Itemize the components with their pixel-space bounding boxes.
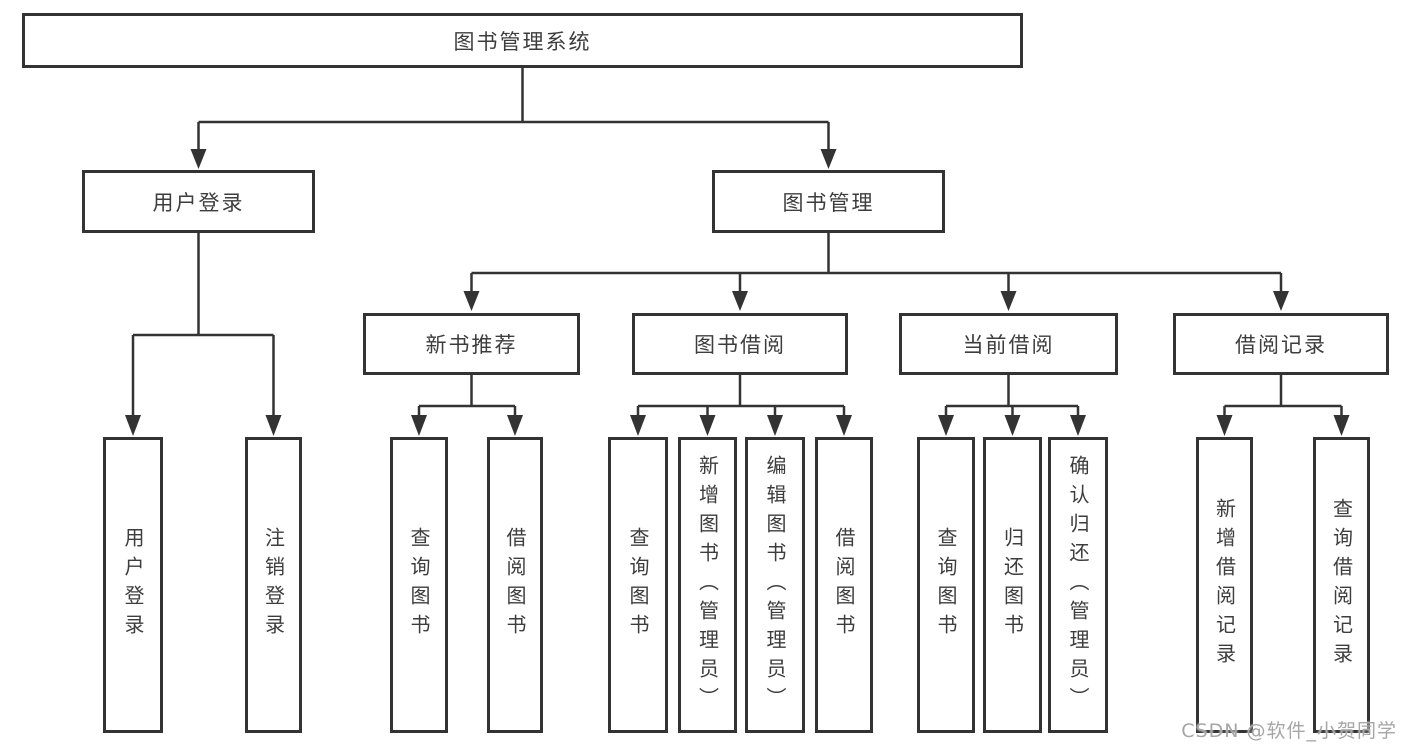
node-new-book-recommend-label: 新书推荐 (425, 333, 518, 357)
leaf-borrow-books-label: 借阅图书 (832, 527, 856, 643)
leaf-query-borrow-record: 查询借阅记录 (1313, 437, 1370, 733)
leaf-logout-label: 注销登录 (261, 527, 286, 643)
node-book-management-label: 图书管理 (782, 190, 875, 215)
node-book-borrow: 图书借阅 (632, 313, 848, 375)
leaf-return-books-label: 归还图书 (1000, 527, 1025, 643)
leaf-query-borrow-record-label: 查询借阅记录 (1329, 498, 1354, 672)
node-book-management: 图书管理 (712, 170, 945, 233)
node-user-login: 用户登录 (82, 170, 315, 233)
leaf-query-books-current: 查询图书 (917, 437, 975, 733)
leaf-borrow-books-recommend-label: 借阅图书 (503, 527, 527, 643)
leaf-add-books-admin: 新增图书（管理员） (678, 437, 737, 733)
leaf-query-books-borrow: 查询图书 (608, 437, 668, 733)
leaf-add-borrow-record-label: 新增借阅记录 (1212, 498, 1237, 672)
leaf-query-books-recommend: 查询图书 (390, 437, 448, 733)
node-root-system: 图书管理系统 (22, 13, 1023, 68)
leaf-edit-books-admin: 编辑图书（管理员） (745, 437, 805, 733)
leaf-return-books: 归还图书 (983, 437, 1042, 733)
node-current-borrow-label: 当前借阅 (962, 333, 1055, 357)
leaf-query-books-borrow-label: 查询图书 (626, 527, 650, 643)
leaf-confirm-return-admin: 确认归还（管理员） (1048, 437, 1108, 733)
node-root-label: 图书管理系统 (453, 29, 592, 54)
leaf-logout: 注销登录 (245, 437, 302, 733)
leaf-confirm-return-admin-label: 确认归还（管理员） (1066, 454, 1090, 716)
csdn-watermark: CSDN @软件_小贺同学 (1181, 720, 1397, 742)
node-book-borrow-label: 图书借阅 (694, 333, 786, 357)
leaf-edit-books-admin-label: 编辑图书（管理员） (763, 454, 787, 716)
node-new-book-recommend: 新书推荐 (363, 313, 580, 375)
node-user-login-label: 用户登录 (152, 190, 245, 215)
leaf-add-borrow-record: 新增借阅记录 (1196, 437, 1253, 733)
node-borrow-records: 借阅记录 (1173, 313, 1389, 375)
leaf-query-books-current-label: 查询图书 (934, 527, 958, 643)
leaf-add-books-admin-label: 新增图书（管理员） (695, 454, 720, 716)
node-current-borrow: 当前借阅 (899, 313, 1118, 375)
leaf-user-login: 用户登录 (103, 437, 163, 733)
leaf-query-books-recommend-label: 查询图书 (407, 527, 431, 643)
node-borrow-records-label: 借阅记录 (1235, 333, 1327, 357)
leaf-user-login-label: 用户登录 (121, 527, 145, 643)
leaf-borrow-books: 借阅图书 (815, 437, 873, 733)
leaf-borrow-books-recommend: 借阅图书 (487, 437, 543, 733)
